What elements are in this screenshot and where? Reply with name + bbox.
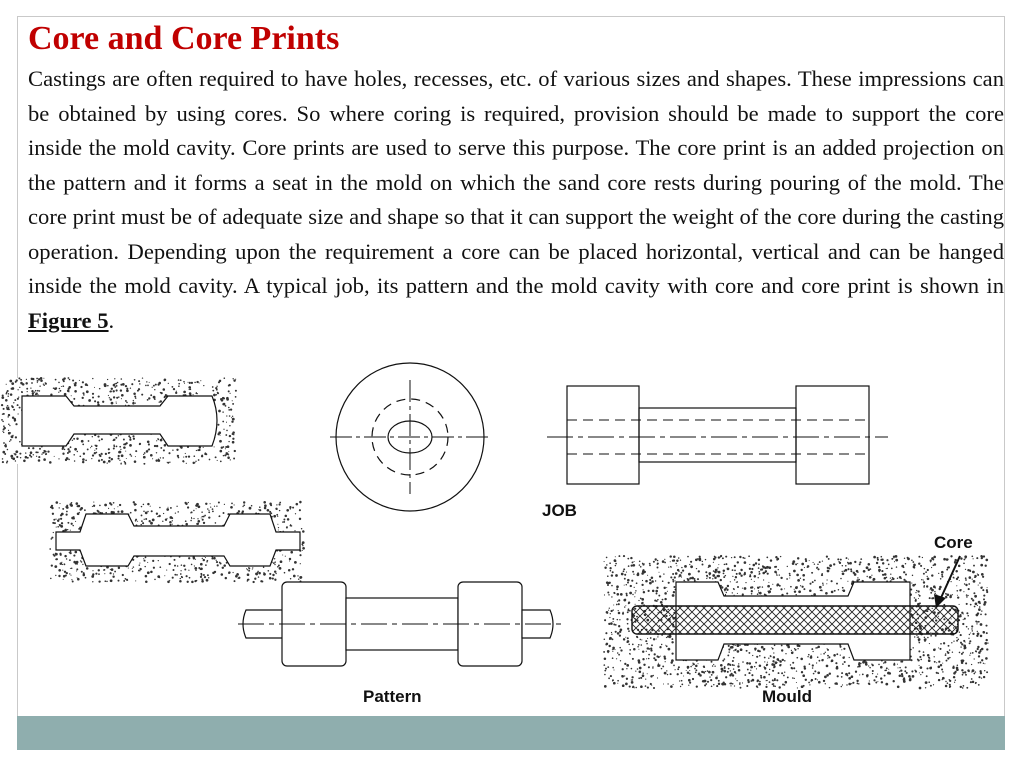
mould-label: Mould [762,687,812,706]
pattern-label: Pattern [363,687,422,706]
paragraph-end: . [108,307,115,333]
job-side-view [547,385,888,485]
mould-with-core [603,554,989,690]
paragraph-text: Castings are often required to have hole… [28,66,1004,298]
job-end-view [330,362,492,512]
core-body [631,605,959,635]
job-label: JOB [542,501,577,520]
footer-bar [17,716,1005,750]
slide-paragraph: Castings are often required to have hole… [28,62,1004,338]
mould-sketch-middle [49,500,305,584]
core-label: Core [934,533,973,552]
slide-title: Core and Core Prints [28,20,340,57]
figure-reference-link[interactable]: Figure 5 [28,307,109,333]
mould-sketch-top [0,377,237,465]
pattern-drawing [238,581,562,667]
